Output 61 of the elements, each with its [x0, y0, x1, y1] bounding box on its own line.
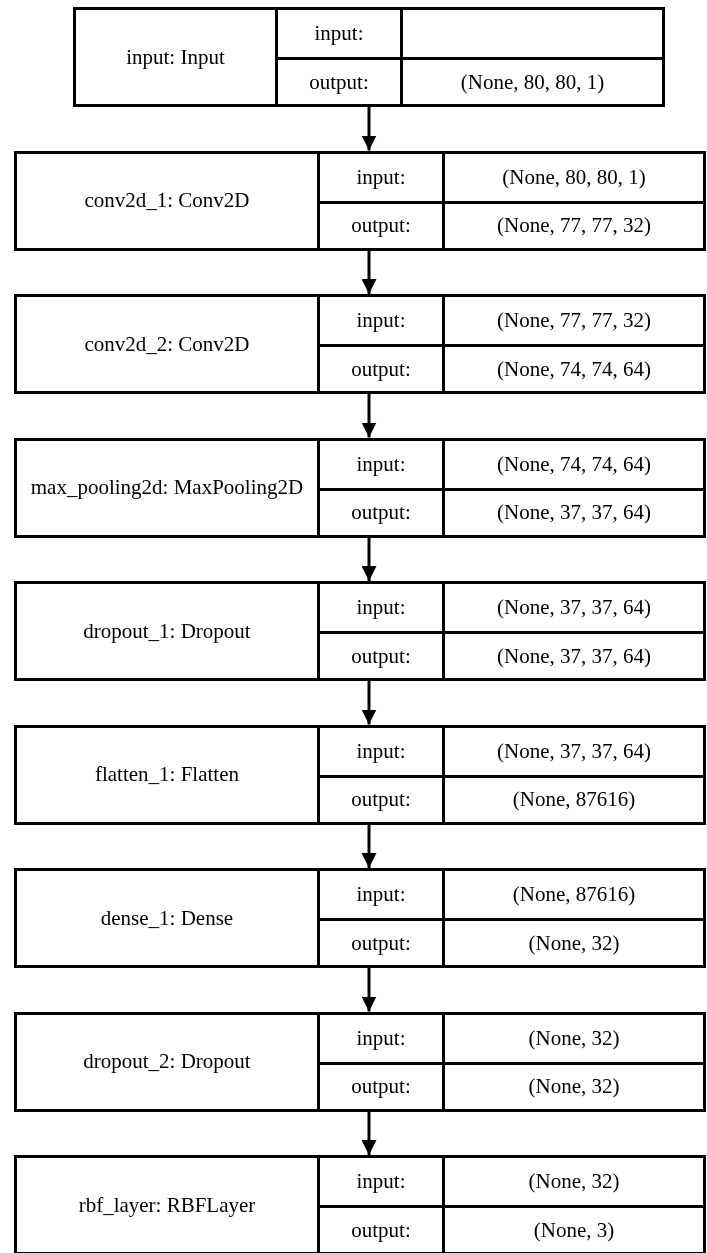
- output-label: output:: [317, 200, 442, 248]
- layer-name: conv2d_2: Conv2D: [83, 330, 251, 358]
- layer-box: [14, 868, 706, 968]
- arrow: [361, 968, 377, 1012]
- shape-value: (None, 77, 77, 32): [442, 200, 703, 248]
- shape-value: (None, 77, 77, 32): [442, 297, 703, 344]
- layer-box: [14, 150, 706, 251]
- shape-value: (None, 80, 80, 1): [400, 57, 662, 104]
- input-label: input:: [317, 153, 442, 201]
- layer-box: [73, 7, 665, 107]
- shape-value: (None, 87616): [442, 774, 703, 822]
- layer-name: flatten_1: Flatten: [93, 761, 240, 789]
- shape-value: (None, 87616): [442, 871, 703, 918]
- layer-box: [14, 581, 706, 681]
- shape-value: (None, 74, 74, 64): [442, 440, 703, 488]
- arrow: [361, 824, 377, 868]
- input-label: input:: [317, 584, 442, 631]
- shape-value: (None, 32): [442, 1014, 703, 1062]
- arrow: [361, 537, 377, 581]
- shape-value: (None, 37, 37, 64): [442, 487, 703, 535]
- input-label: input:: [317, 1158, 442, 1205]
- arrow: [361, 1111, 377, 1155]
- shape-value: (None, 37, 37, 64): [442, 584, 703, 631]
- shape-value: (None, 74, 74, 64): [442, 344, 703, 391]
- output-label: output:: [317, 1205, 442, 1252]
- shape-value: (None, 3): [442, 1205, 703, 1252]
- layer-box: [14, 724, 706, 825]
- arrow: [361, 250, 377, 294]
- output-label: output:: [317, 774, 442, 822]
- output-label: output:: [317, 344, 442, 391]
- shape-value: (None, 32): [442, 1158, 703, 1205]
- layer-box: [14, 437, 706, 538]
- shape-value: (None, 37, 37, 64): [442, 631, 703, 678]
- output-label: output:: [317, 1061, 442, 1109]
- shape-value: (None, 37, 37, 64): [442, 727, 703, 775]
- input-label: input:: [317, 1014, 442, 1062]
- arrow: [361, 681, 377, 725]
- shape-value: (None, 32): [442, 1061, 703, 1109]
- shape-value: (None, 80, 80, 1): [442, 153, 703, 201]
- layer-name: dropout_2: Dropout: [82, 1048, 252, 1076]
- layer-name: dense_1: Dense: [99, 904, 235, 932]
- input-label: input:: [317, 297, 442, 344]
- layer-box: [14, 1011, 706, 1112]
- input-label: input:: [317, 440, 442, 488]
- layer-name: conv2d_1: Conv2D: [83, 187, 251, 215]
- input-label: input:: [317, 871, 442, 918]
- input-label: input:: [317, 727, 442, 775]
- layer-name: rbf_layer: RBFLayer: [77, 1191, 257, 1219]
- layer-name: max_pooling2d: MaxPooling2D: [29, 474, 305, 502]
- layer-name: input: Input: [125, 43, 226, 71]
- layer-box: [14, 294, 706, 394]
- output-label: output:: [317, 631, 442, 678]
- output-label: output:: [275, 57, 400, 104]
- arrow: [361, 394, 377, 438]
- output-label: output:: [317, 487, 442, 535]
- output-label: output:: [317, 918, 442, 965]
- layer-box: [14, 1155, 706, 1253]
- arrow: [361, 107, 377, 151]
- input-label: input:: [275, 10, 400, 57]
- layer-name: dropout_1: Dropout: [82, 617, 252, 645]
- shape-value: (None, 32): [442, 918, 703, 965]
